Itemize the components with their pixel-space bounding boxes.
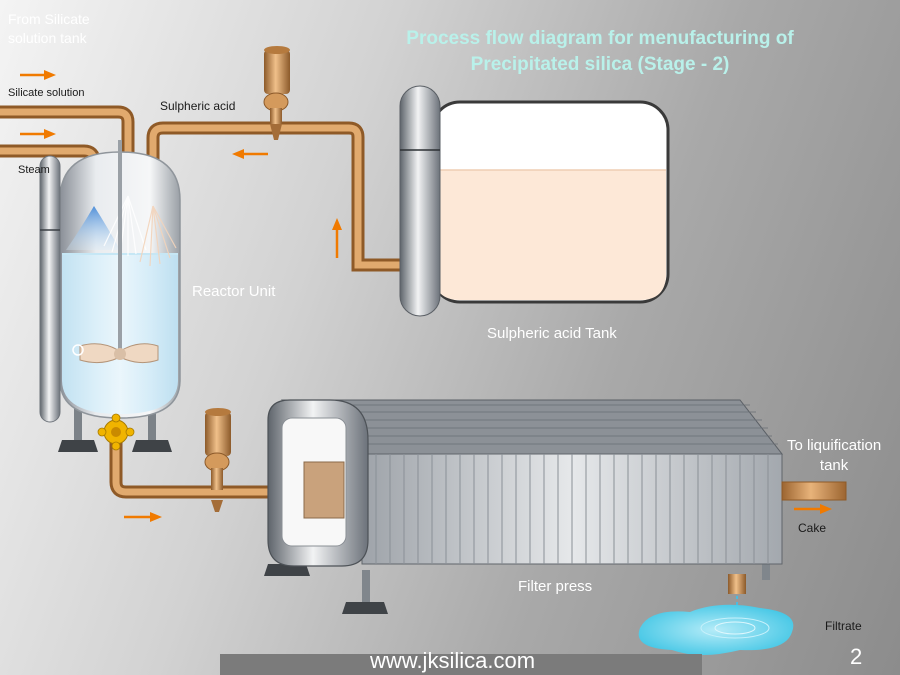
from-tank-line-2: solution tank [8,30,87,46]
flow-arrow-steam [20,129,56,139]
title-line-2: Precipitated silica (Stage - 2) [470,54,730,75]
to-liquification-label: To liquification tank [787,436,881,476]
silicate-solution-label: Silicate solution [8,87,85,99]
filter-press-label: Filter press [518,578,593,595]
flow-arrow-slurry [124,512,162,522]
filter-feed-funnel [204,408,231,512]
page-number: 2 [850,644,863,669]
acid-feed-pipe [146,121,410,272]
filter-press [264,399,784,614]
flow-arrow-silicate [20,70,56,80]
website-url: www.jksilica.com [370,648,536,673]
flow-arrow-acid-up [332,218,342,258]
reactor-unit [39,140,181,452]
flow-arrow-acid-left [232,149,268,159]
to-liquification-line-2: tank [819,457,849,474]
cake-outlet-pipe [781,481,847,501]
acid-dosing-funnel [263,46,290,140]
filtrate-label: Filtrate [825,619,862,633]
sulpheric-acid-label: Sulpheric acid [160,99,236,113]
title-line-1: Process flow diagram for menufacturing o… [406,28,794,49]
reactor-outlet-pipe [109,432,325,499]
silicate-inlet-pipe [0,105,135,196]
reactor-unit-label: Reactor Unit [192,283,276,300]
flow-arrow-cake [794,504,832,514]
from-tank-line-1: From Silicate [8,11,90,27]
footer-bar [220,654,702,675]
acid-tank-label: Sulpheric acid Tank [487,325,617,342]
cake-label: Cake [798,521,827,535]
filtrate-puddle [638,604,794,655]
diagram-title: Process flow diagram for menufacturing o… [360,26,840,78]
to-liquification-line-1: To liquification [787,437,882,454]
steam-label: Steam [18,164,50,176]
outlet-valve [97,413,135,451]
from-silicate-tank-label: From Silicate solution tank [8,10,90,48]
acid-tank [399,85,670,317]
